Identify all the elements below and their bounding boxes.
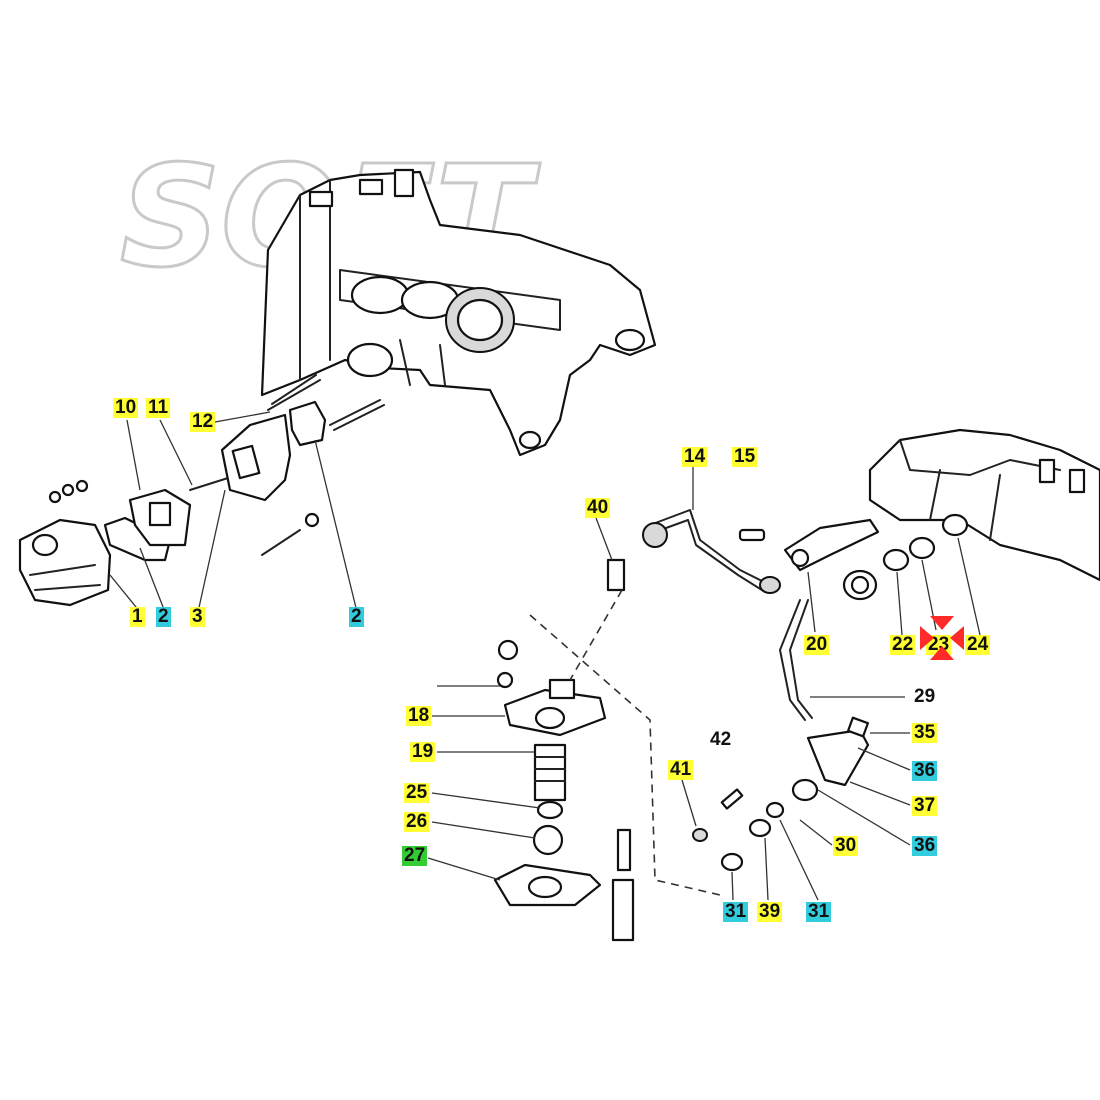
- dashed-line-lower: [529, 614, 721, 896]
- plate-10-window: [148, 501, 172, 527]
- gasket-2b: [288, 400, 327, 447]
- part-41: [692, 828, 708, 842]
- callout-22: 22: [890, 634, 916, 655]
- washers-22-24: [842, 513, 969, 601]
- callout-29: 29: [914, 686, 936, 707]
- callout-31-right: 31: [806, 901, 832, 922]
- leader-lines: [109, 411, 981, 901]
- callout-2: 2: [156, 606, 171, 627]
- callout-42: 42: [710, 729, 732, 750]
- callout-20: 20: [804, 634, 830, 655]
- callout-24: 24: [965, 634, 991, 655]
- callout-36-upper: 36: [912, 760, 938, 781]
- return-hose-29-inner: [789, 599, 813, 719]
- fitting-14a: [642, 522, 668, 548]
- spring-42: [720, 788, 744, 810]
- spacer-3-slot: [231, 444, 261, 480]
- callout-39: 39: [757, 901, 783, 922]
- callout-18: 18: [406, 705, 432, 726]
- fuel-line-14: [649, 509, 771, 586]
- callout-41: 41: [668, 759, 694, 780]
- fuel-line-14-inner: [654, 519, 766, 593]
- fuel-pump-assembly: [18, 479, 112, 607]
- callout-40: 40: [585, 497, 611, 518]
- callout-36-lower: 36: [912, 835, 938, 856]
- callout-12: 12: [190, 411, 216, 432]
- dashed-line-40: [569, 589, 623, 681]
- callout-26: 26: [404, 811, 430, 832]
- pushrod-11: [189, 477, 229, 491]
- selection-marker-icon: [920, 616, 964, 660]
- engine-block: [260, 168, 657, 457]
- nut-lower: [304, 512, 320, 528]
- stud-12-upper: [267, 374, 321, 411]
- callout-31-left: 31: [723, 901, 749, 922]
- callout-27: 27: [402, 845, 428, 866]
- injector-20: [783, 518, 880, 572]
- callout-30: 30: [833, 835, 859, 856]
- callout-37: 37: [912, 795, 938, 816]
- fitting-14b: [759, 576, 781, 594]
- callout-10: 10: [113, 397, 139, 418]
- callout-19: 19: [410, 741, 436, 762]
- bolt-lower: [261, 529, 301, 556]
- callout-2-right: 2: [349, 606, 364, 627]
- banjo-assembly: [720, 716, 870, 872]
- cylinder-head: [868, 428, 1100, 582]
- plug-15: [738, 528, 766, 542]
- return-hose-29: [779, 599, 806, 721]
- callout-25: 25: [404, 782, 430, 803]
- callout-35: 35: [912, 722, 938, 743]
- callout-15: 15: [732, 446, 758, 467]
- gasket-2: [103, 516, 172, 562]
- callout-11: 11: [146, 397, 171, 418]
- injection-pump-18: [493, 558, 635, 942]
- callout-14: 14: [682, 446, 708, 467]
- stud-12-lower: [329, 399, 385, 431]
- callout-1: 1: [130, 606, 145, 627]
- callout-3: 3: [190, 606, 205, 627]
